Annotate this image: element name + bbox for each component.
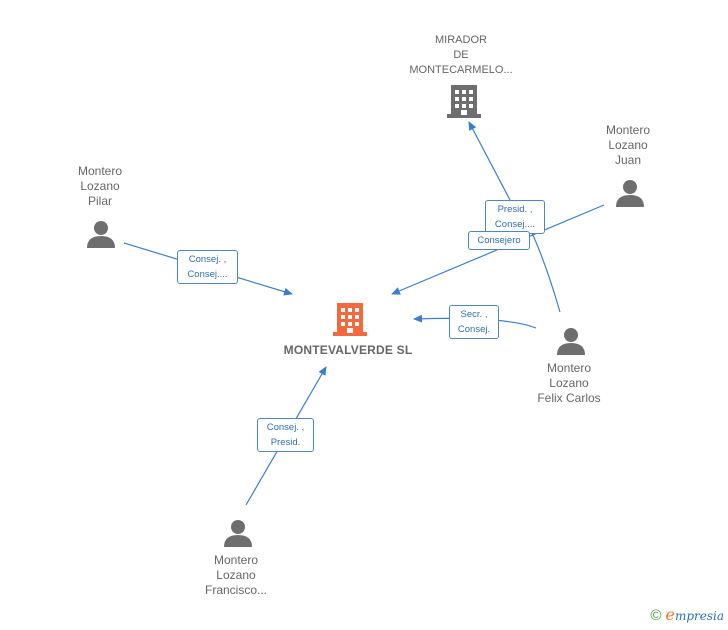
role-text: Consej. bbox=[457, 324, 491, 335]
role-box-felix-center[interactable]: Secr. , Consej. bbox=[449, 305, 499, 339]
person-label-line: Lozano bbox=[549, 376, 589, 390]
role-box-pilar-center[interactable]: Consej. , Consej.... bbox=[177, 250, 238, 284]
company-label-line: MIRADOR bbox=[435, 34, 487, 46]
person-label-line: Lozano bbox=[216, 568, 256, 582]
edge-felix-company bbox=[527, 223, 561, 313]
footer-brand[interactable]: ©empresia bbox=[650, 605, 724, 624]
person-label-felix[interactable]: Montero Lozano Felix Carlos bbox=[537, 361, 600, 406]
person-label-line: Juan bbox=[614, 153, 642, 167]
role-text: Consej. , bbox=[188, 254, 227, 265]
brand-logo-e: e bbox=[665, 605, 675, 624]
role-text: Presid. , bbox=[497, 204, 533, 215]
center-company-name[interactable]: MONTEVALVERDE SL bbox=[283, 343, 413, 357]
person-icon-francisco bbox=[224, 520, 252, 547]
person-icon-pilar bbox=[87, 221, 115, 248]
person-label-line: Lozano bbox=[80, 179, 120, 193]
company-label-line: DE bbox=[453, 49, 469, 61]
copyright-icon: © bbox=[650, 607, 662, 624]
company-building-icon bbox=[447, 85, 481, 118]
role-text: Secr. , bbox=[460, 309, 488, 320]
brand-logo-text: mpresia bbox=[674, 609, 724, 623]
role-box-francisco-center[interactable]: Consej. , Presid. bbox=[257, 418, 314, 452]
role-text: Consej.... bbox=[187, 269, 228, 280]
person-label-line: Francisco... bbox=[204, 583, 268, 597]
role-text: Consejero bbox=[477, 235, 521, 246]
company-mirador-label[interactable]: MIRADOR DE MONTECARMELO... bbox=[409, 33, 512, 78]
person-label-line: Montero bbox=[213, 553, 259, 567]
person-label-francisco[interactable]: Montero Lozano Francisco... bbox=[205, 553, 267, 598]
person-label-juan[interactable]: Montero Lozano Juan bbox=[606, 123, 650, 168]
person-label-line: Montero bbox=[605, 123, 651, 137]
person-label-line: Montero bbox=[77, 164, 123, 178]
role-text: Presid. bbox=[270, 437, 301, 448]
person-label-pilar[interactable]: Montero Lozano Pilar bbox=[78, 164, 122, 209]
person-label-line: Lozano bbox=[608, 138, 648, 152]
person-label-line: Montero bbox=[546, 361, 592, 375]
role-text: Consej. , bbox=[266, 422, 305, 433]
company-label-line: MONTECARMELO... bbox=[409, 64, 513, 76]
center-building-icon bbox=[333, 303, 367, 336]
role-box-juan-company[interactable]: Presid. , Consej.... bbox=[485, 200, 545, 234]
role-text: Consej.... bbox=[494, 219, 536, 230]
edge-juan-company bbox=[468, 121, 511, 201]
person-icon-juan bbox=[616, 180, 644, 207]
person-label-line: Pilar bbox=[87, 194, 112, 208]
person-icon-felix bbox=[557, 328, 585, 355]
role-box-juan-center[interactable]: Consejero bbox=[468, 231, 530, 250]
person-label-line: Felix Carlos bbox=[537, 391, 601, 405]
